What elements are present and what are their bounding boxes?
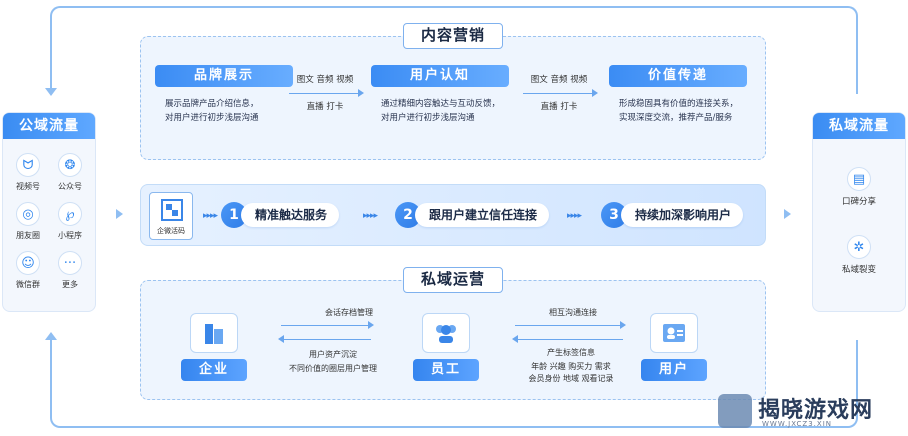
card-text: 展示品牌产品介绍信息， 对用户进行初步浅层沟通	[155, 97, 293, 125]
card-text-line: 对用户进行初步浅层沟通	[381, 113, 475, 123]
relation-label: 会话存档管理	[325, 308, 373, 317]
media-bottom: 直播 打卡	[306, 102, 344, 112]
puzzle-logo-icon	[718, 394, 752, 428]
card-head: 用户认知	[371, 65, 509, 87]
arrow-left-icon	[512, 335, 623, 343]
card-text-line: 展示品牌产品介绍信息，	[165, 99, 259, 109]
building-icon	[190, 313, 238, 353]
arrow-right-icon	[281, 321, 374, 329]
media-bottom: 直播 打卡	[540, 102, 578, 112]
arrow-up-icon	[45, 332, 57, 340]
card-head: 价值传递	[609, 65, 747, 87]
channel-moments: ◎ 朋友圈	[7, 202, 49, 241]
channel-label: 视频号	[16, 182, 40, 191]
private-traffic-panel: 私域流量 ▤ 口碑分享 ✲ 私域裂变	[812, 112, 906, 312]
step-label: 精准触达服务	[241, 203, 340, 227]
channel-label: 口碑分享	[841, 197, 876, 207]
user-card-icon	[650, 313, 698, 353]
channel-label: 小程序	[58, 231, 82, 240]
channel-word-of-mouth: ▤ 口碑分享	[842, 167, 876, 207]
card-text-line: 对用户进行初步浅层沟通	[165, 113, 259, 123]
dots-arrow-icon: ▸▸▸▸	[567, 211, 582, 221]
dots-arrow-icon: ▸▸▸▸	[203, 211, 218, 221]
channel-label: 微信群	[16, 280, 40, 289]
mini-program-icon: ℘	[58, 202, 82, 226]
qr-code: 企微活码	[149, 192, 193, 240]
relation-label: 相互沟通连接	[549, 308, 597, 317]
entity-employee: 员工	[413, 313, 479, 381]
arrow-right-icon	[116, 209, 123, 219]
private-operations-title: 私域运营	[403, 267, 503, 293]
card-value-delivery: 价值传递 形成稳固具有价值的连接关系， 实现深度交流，推荐产品/服务	[609, 65, 747, 125]
channel-fission: ✲ 私域裂变	[842, 235, 876, 275]
video-account-icon: ᗢ	[16, 153, 40, 177]
entity-label: 员工	[413, 359, 479, 381]
more-icon: ···	[58, 251, 82, 275]
official-account-icon: ❂	[58, 153, 82, 177]
card-text: 通过精细内容触达与互动反馈， 对用户进行初步浅层沟通	[371, 97, 509, 125]
qr-code-icon	[161, 199, 183, 221]
private-operations-group: 私域运营 企业 会话存档管理 用户资产沉淀 不同价值的圈层用户管理 员工 相互沟…	[140, 267, 766, 400]
share-icon: ▤	[846, 167, 871, 191]
media-top: 图文 音频 视频	[530, 75, 588, 85]
card-brand-display: 品牌展示 展示品牌产品介绍信息， 对用户进行初步浅层沟通	[155, 65, 293, 125]
channel-more: ··· 更多	[49, 251, 91, 290]
channel-label: 更多	[62, 280, 78, 289]
steps-band: 企微活码 ▸▸▸▸ 1 精准触达服务 ▸▸▸▸ 2 跟用户建立信任连接 ▸▸▸▸…	[140, 184, 766, 246]
media-formats: 图文 音频 视频 直播 打卡	[519, 73, 599, 114]
channel-wechat-group: ☺ 微信群	[7, 251, 49, 290]
card-text: 形成稳固具有价值的连接关系， 实现深度交流，推荐产品/服务	[609, 97, 747, 125]
card-text-line: 通过精细内容触达与互动反馈，	[381, 99, 501, 109]
entity-label: 用户	[641, 359, 707, 381]
step-2: 2 跟用户建立信任连接	[395, 201, 550, 229]
content-marketing-title: 内容营销	[403, 23, 503, 49]
flow-line-bottom	[50, 340, 858, 428]
public-traffic-panel: 公域流量 ᗢ 视频号 ❂ 公众号 ◎ 朋友圈 ℘ 小程序 ☺ 微信群 ··· 更…	[2, 112, 96, 312]
relation-label: 会员身份 地域 观看记录	[528, 374, 614, 383]
relation-label: 用户资产沉淀	[309, 350, 357, 359]
watermark-logo: 揭晓游戏网 WWW.JXCZ3.XIN	[718, 392, 904, 434]
media-top: 图文 音频 视频	[296, 75, 354, 85]
channel-official-account: ❂ 公众号	[49, 153, 91, 192]
channel-label: 朋友圈	[16, 231, 40, 240]
arrow-right-icon	[784, 209, 791, 219]
arrow-right-icon	[289, 89, 364, 97]
step-1: 1 精准触达服务	[221, 201, 340, 229]
card-head: 品牌展示	[155, 65, 293, 87]
entity-enterprise: 企业	[181, 313, 247, 381]
relation-label: 产生标签信息	[547, 348, 595, 357]
relation-label: 年龄 兴趣 购买力 需求	[531, 362, 611, 371]
arrow-right-icon	[523, 89, 598, 97]
moments-icon: ◎	[16, 202, 40, 226]
arrow-down-icon	[45, 88, 57, 96]
dots-arrow-icon: ▸▸▸▸	[363, 211, 378, 221]
flow-line-top	[50, 6, 858, 94]
fission-icon: ✲	[846, 235, 871, 259]
channel-video-account: ᗢ 视频号	[7, 153, 49, 192]
step-3: 3 持续加深影响用户	[601, 201, 744, 229]
channel-mini-program: ℘ 小程序	[49, 202, 91, 241]
step-label: 持续加深影响用户	[621, 203, 744, 227]
watermark-url: WWW.JXCZ3.XIN	[762, 420, 832, 428]
media-formats: 图文 音频 视频 直播 打卡	[285, 73, 365, 114]
people-icon	[422, 313, 470, 353]
arrow-left-icon	[278, 335, 371, 343]
card-text-line: 实现深度交流，推荐产品/服务	[619, 113, 733, 123]
card-text-line: 形成稳固具有价值的连接关系，	[619, 99, 739, 109]
wechat-group-icon: ☺	[16, 251, 40, 275]
qr-label: 企微活码	[157, 227, 185, 235]
entity-user: 用户	[641, 313, 707, 381]
public-traffic-title: 公域流量	[3, 113, 95, 139]
channel-label: 私域裂变	[841, 265, 876, 275]
entity-label: 企业	[181, 359, 247, 381]
arrow-right-icon	[515, 321, 626, 329]
private-traffic-title: 私域流量	[813, 113, 905, 139]
card-user-cognition: 用户认知 通过精细内容触达与互动反馈， 对用户进行初步浅层沟通	[371, 65, 509, 125]
watermark-text: 揭晓游戏网	[758, 398, 874, 423]
channel-label: 公众号	[58, 182, 82, 191]
relation-label: 不同价值的圈层用户管理	[289, 364, 377, 373]
content-marketing-group: 内容营销 品牌展示 展示品牌产品介绍信息， 对用户进行初步浅层沟通 图文 音频 …	[140, 23, 766, 160]
step-label: 跟用户建立信任连接	[415, 203, 550, 227]
